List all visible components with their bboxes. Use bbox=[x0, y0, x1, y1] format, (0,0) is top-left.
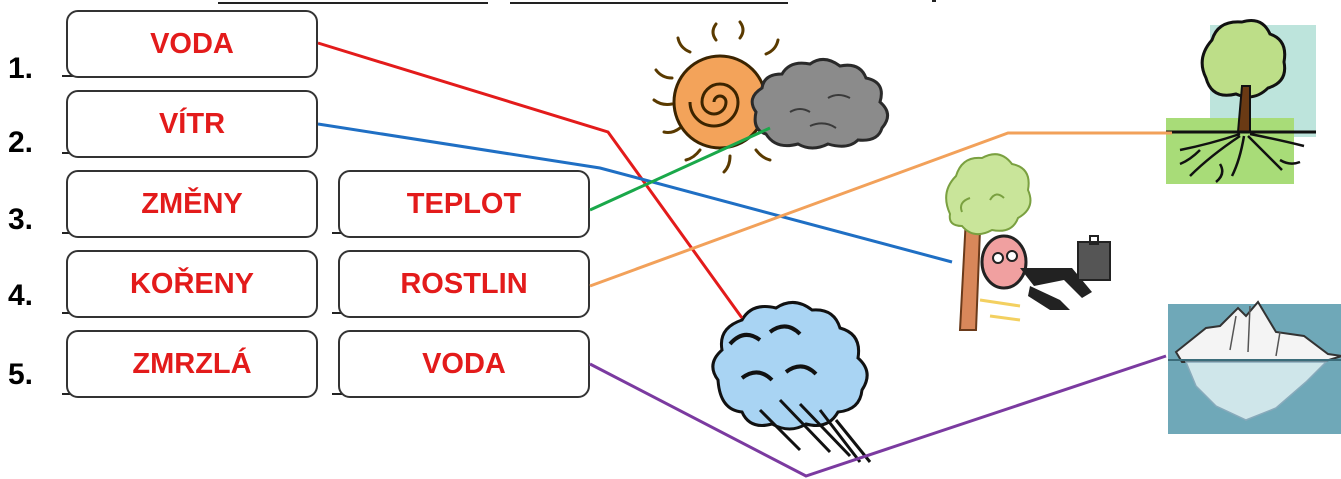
answer-box-zmeny[interactable]: ZMĚNY bbox=[66, 170, 318, 238]
row-number-1: 1. bbox=[8, 52, 34, 85]
sun-and-cloud-picture bbox=[652, 20, 889, 174]
line-voda-to-iceberg bbox=[589, 354, 1167, 478]
answer-box-voda[interactable]: VODA bbox=[66, 10, 318, 78]
answer-box-voda-2[interactable]: VODA bbox=[338, 330, 590, 398]
answer-box-rostlin[interactable]: ROSTLIN bbox=[338, 250, 590, 318]
line-vitr-to-wind bbox=[317, 122, 953, 264]
line-rostlin-to-tree bbox=[589, 131, 1172, 288]
row-number-4: 4. bbox=[8, 279, 34, 312]
rain-cloud-picture bbox=[711, 301, 872, 463]
row-number-5: 5. bbox=[8, 358, 34, 391]
iceberg-picture bbox=[1168, 300, 1341, 434]
tree-with-roots-picture bbox=[1166, 19, 1316, 184]
answer-box-koreny[interactable]: KOŘENY bbox=[66, 250, 318, 318]
line-teplot-to-sun bbox=[589, 126, 771, 212]
row-number-2: 2. bbox=[8, 126, 34, 159]
top-dot bbox=[932, 0, 936, 2]
answer-box-vitr[interactable]: VÍTR bbox=[66, 90, 318, 158]
top-underline-1 bbox=[218, 2, 488, 4]
windblown-man-picture bbox=[945, 153, 1111, 331]
top-underline-2 bbox=[510, 2, 788, 4]
answer-box-teplot[interactable]: TEPLOT bbox=[338, 170, 590, 238]
answer-box-zmrzla[interactable]: ZMRZLÁ bbox=[66, 330, 318, 398]
row-number-3: 3. bbox=[8, 203, 34, 236]
line-voda-to-rain bbox=[317, 41, 744, 319]
